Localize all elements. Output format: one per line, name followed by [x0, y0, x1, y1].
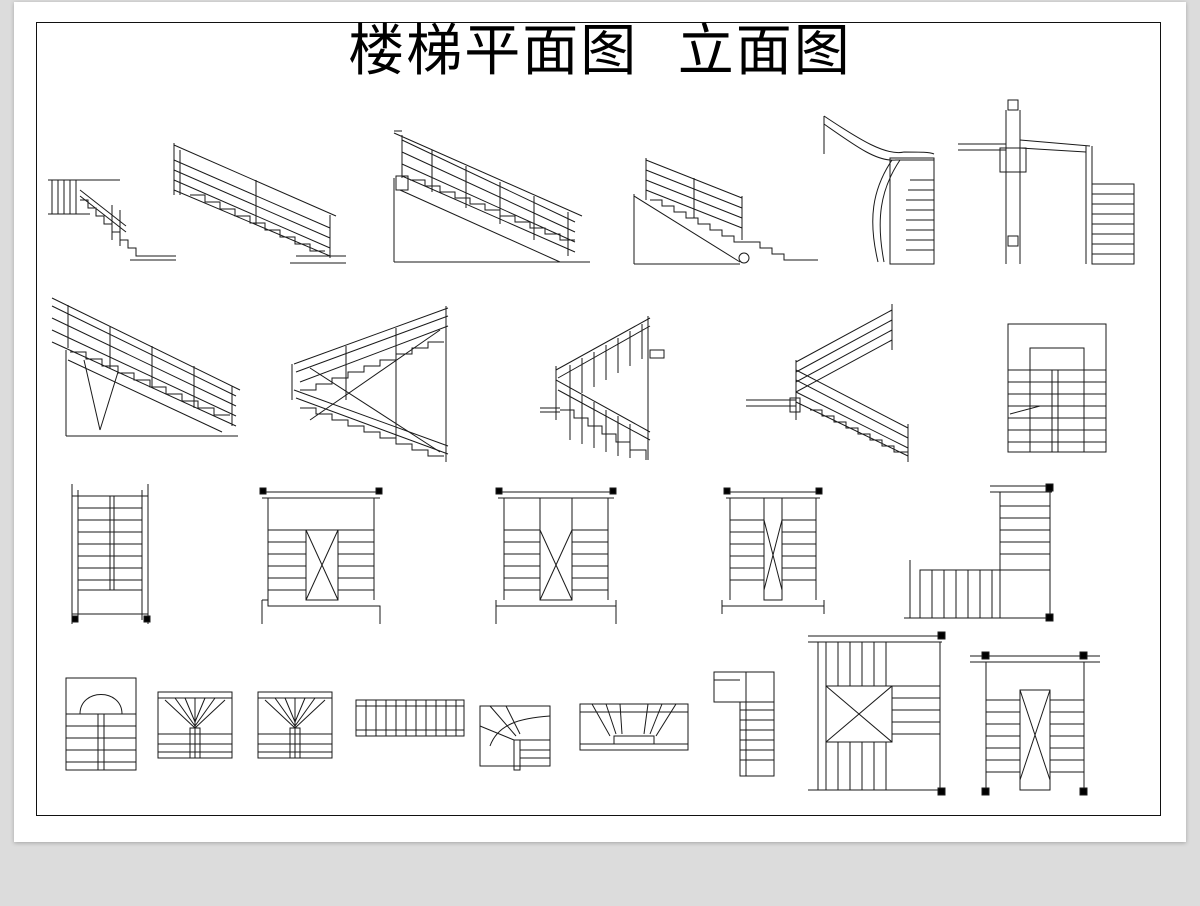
straight-stair-small	[48, 179, 176, 261]
plan-double-c	[721, 487, 825, 614]
double-flight-z	[291, 306, 449, 462]
plan-double-a	[259, 487, 383, 624]
plan-small-square	[1007, 323, 1107, 453]
double-flight-offset	[746, 304, 909, 462]
plan-narrow	[713, 671, 775, 777]
drawing-frame	[36, 22, 1161, 816]
drawing-sheet: 楼梯平面图 立面图	[14, 2, 1186, 842]
plan-single	[71, 484, 151, 624]
straight-stair-long	[393, 130, 590, 263]
column-stair	[958, 99, 1135, 265]
straight-stair-railing	[173, 143, 346, 264]
plan-double-d	[970, 651, 1100, 796]
drawing-title: 楼梯平面图 立面图	[348, 19, 852, 84]
straight-stair-landing	[633, 158, 818, 265]
inclined-stair-support	[51, 297, 241, 437]
plan-winder-b	[157, 691, 233, 759]
plan-quarter-turn	[479, 705, 551, 771]
plan-winder-c	[257, 691, 333, 759]
plan-square	[808, 631, 946, 796]
plan-double-b	[495, 487, 617, 624]
plan-straight	[355, 699, 465, 737]
plan-winder-a	[65, 677, 137, 771]
plan-winder-d	[579, 703, 689, 751]
plan-l-shape	[904, 483, 1054, 622]
curved-stair	[823, 115, 935, 265]
double-flight-v	[540, 316, 665, 460]
